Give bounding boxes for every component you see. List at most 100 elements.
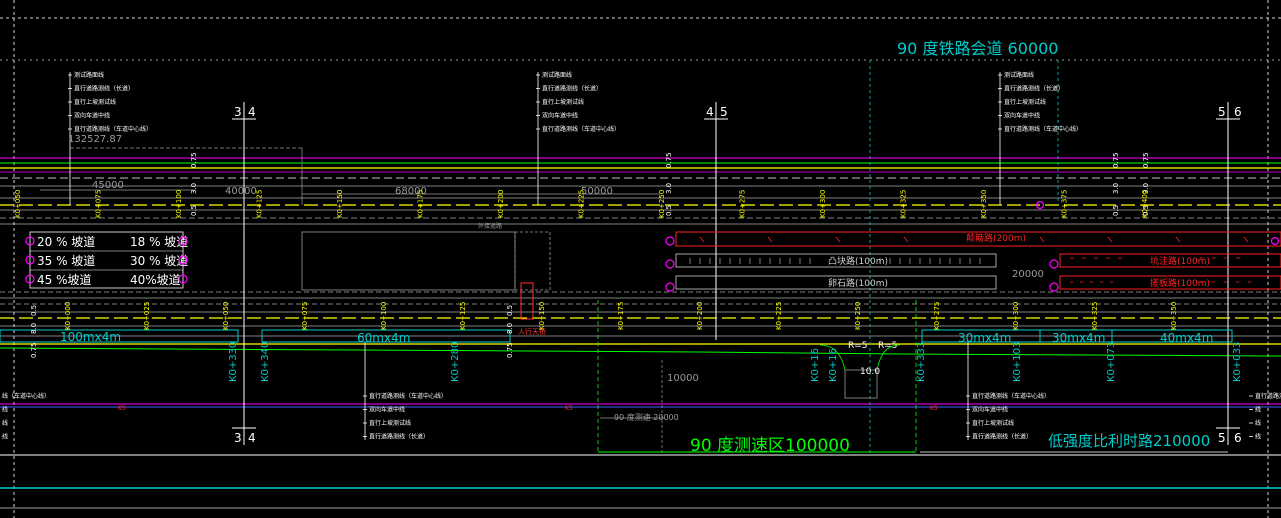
section-mark: 6: [1234, 431, 1242, 445]
dim-label: 50000: [581, 186, 613, 197]
legend-item: 直行道路测线（长道）: [1004, 85, 1064, 93]
section-mark: 3: [234, 105, 242, 119]
slope-label: 20 % 坡道: [37, 235, 95, 249]
track-label: 凸块路(100m): [828, 255, 888, 267]
curve-lines: [819, 344, 901, 371]
legend-leaders: [69, 72, 1001, 440]
legend-item: 直行道路测线（长道）: [74, 85, 134, 93]
legend-item: 直行道路测线（长道）: [369, 433, 429, 441]
legend-item: 线: [2, 433, 8, 441]
legend-item: 线（车道中心线）: [2, 392, 50, 400]
legend-item: 线: [1255, 406, 1261, 414]
dimension-value: 3.0: [1112, 183, 1120, 194]
legend-item: 直行道路测线: [1255, 392, 1281, 400]
test-total-mid: 90 度测速区100000: [690, 436, 850, 456]
legend-item: 线: [2, 406, 8, 414]
section-lines: [232, 102, 1240, 445]
small-dimension-labels: 0.753.00.50.753.00.50.753.00.50.753.00.5: [190, 152, 1150, 216]
road-band-bottom: [0, 291, 1281, 408]
station-label-cyan: K0+103: [1012, 342, 1023, 382]
ramp-box: 人行天桥 外接道路: [478, 222, 546, 336]
svg-text:K5: K5: [930, 405, 938, 412]
legend-item: 直行上坡测试线: [74, 98, 116, 106]
dimension-value: 0.75: [665, 152, 673, 168]
section-mark: 5: [1218, 431, 1226, 445]
station-label: K0+225: [578, 190, 586, 218]
lane-segment-label: 30mx4m: [1052, 331, 1105, 345]
dimension-value: 0.5: [190, 205, 198, 216]
dim-label: 10000: [667, 373, 699, 384]
station-label-cyan: K0+073: [1106, 342, 1117, 382]
svg-text:外接道路: 外接道路: [478, 222, 502, 230]
legend-item: 线: [1255, 433, 1261, 441]
station-label: K0+275: [933, 302, 941, 330]
legend-item: 直行上坡测试线: [542, 98, 584, 106]
legend-item: 测试路面线: [1004, 71, 1034, 79]
legend-item: 直行上坡测试线: [972, 419, 1014, 427]
station-label: K0+100: [175, 190, 183, 218]
legend-mid-top: 测试路面线直行道路测线（长道）直行上坡测试线双向车道中线直行道路测线（车道中心线…: [536, 71, 620, 133]
section-mark: 6: [1234, 105, 1242, 119]
station-label: K0+150: [538, 302, 546, 330]
curve-annotations: R=5 R=5 10.0: [848, 341, 898, 377]
station-label: K0+375: [1061, 190, 1069, 218]
slope-label: 30 % 坡道: [130, 254, 188, 268]
lane-segment-label: 100mx4m: [60, 330, 121, 344]
legend-item: 直行道路测线（车道中心线）: [1004, 125, 1082, 133]
dim-label: 20000: [1012, 269, 1044, 280]
svg-text:R=5: R=5: [848, 341, 868, 351]
dimension-value: 0.75: [1142, 152, 1150, 168]
legend-item: 直行道路测线（车道中心线）: [542, 125, 620, 133]
legend-item: 测试路面线: [74, 71, 104, 79]
dimension-value: 0.5: [1142, 205, 1150, 216]
station-label: K0+200: [696, 302, 704, 330]
legend-item: 线: [2, 419, 8, 427]
dim-label: 45000: [92, 180, 124, 191]
legend-item: 双向车道中线: [369, 406, 405, 414]
legend-item: 双向车道中线: [74, 112, 110, 120]
station-label: K0+325: [900, 190, 908, 218]
station-label: K0+175: [617, 302, 625, 330]
lane-segment-label: 40mx4m: [1160, 331, 1213, 345]
green-measure: 90 度测速区100000: [597, 300, 917, 456]
station-label: K0+275: [739, 190, 747, 218]
legend-item: 双向车道中线: [1004, 112, 1040, 120]
station-label: K0+325: [1091, 302, 1099, 330]
station-label: K0+300: [1012, 302, 1020, 330]
dimension-value: 0.5: [30, 305, 38, 316]
track-label: 搓板路(100m): [1150, 277, 1210, 289]
dimension-value: 0.5: [665, 205, 673, 216]
legend-item: 直行道路测线（长道）: [972, 433, 1032, 441]
svg-text:K5: K5: [565, 405, 573, 412]
station-label: K0+075: [95, 190, 103, 218]
test-areas: [301, 231, 878, 399]
station-label-cyan: K0+280: [450, 342, 461, 382]
dimension-value: 0.75: [1112, 152, 1120, 168]
station-label-cyan: K0+033: [1232, 342, 1243, 382]
legend-item: 直行道路测线（长道）: [542, 85, 602, 93]
station-label-cyan: K0+333: [916, 342, 927, 382]
station-label-cyan: K0+340: [260, 342, 271, 382]
station-label: K0+350: [1170, 302, 1178, 330]
test-total-right: 低强度比利时路210000: [1048, 432, 1210, 450]
dim-label: 68000: [395, 186, 427, 197]
legend-item: 直行道路测线（车道中心线）: [369, 392, 447, 400]
station-label: K0+300: [819, 190, 827, 218]
test-total-header: 90 度铁路会道 60000: [897, 39, 1058, 58]
dimension-value: 8.0: [30, 323, 38, 334]
slope-table: 20 % 坡道 18 % 坡道 35 % 坡道 30 % 坡道 45 %坡道 4…: [25, 231, 188, 289]
dimension-value: 0.75: [30, 342, 38, 358]
legend-item: 直行上坡测试线: [369, 419, 411, 427]
legend-item: 直行上坡测试线: [1004, 98, 1046, 106]
lane-segment-label: 60mx4m: [357, 331, 410, 345]
legend-item: 线: [1255, 419, 1261, 427]
section-mark: 5: [720, 105, 728, 119]
small-dimension-labels-bottom: 0.58.00.750.58.00.75: [30, 305, 514, 358]
